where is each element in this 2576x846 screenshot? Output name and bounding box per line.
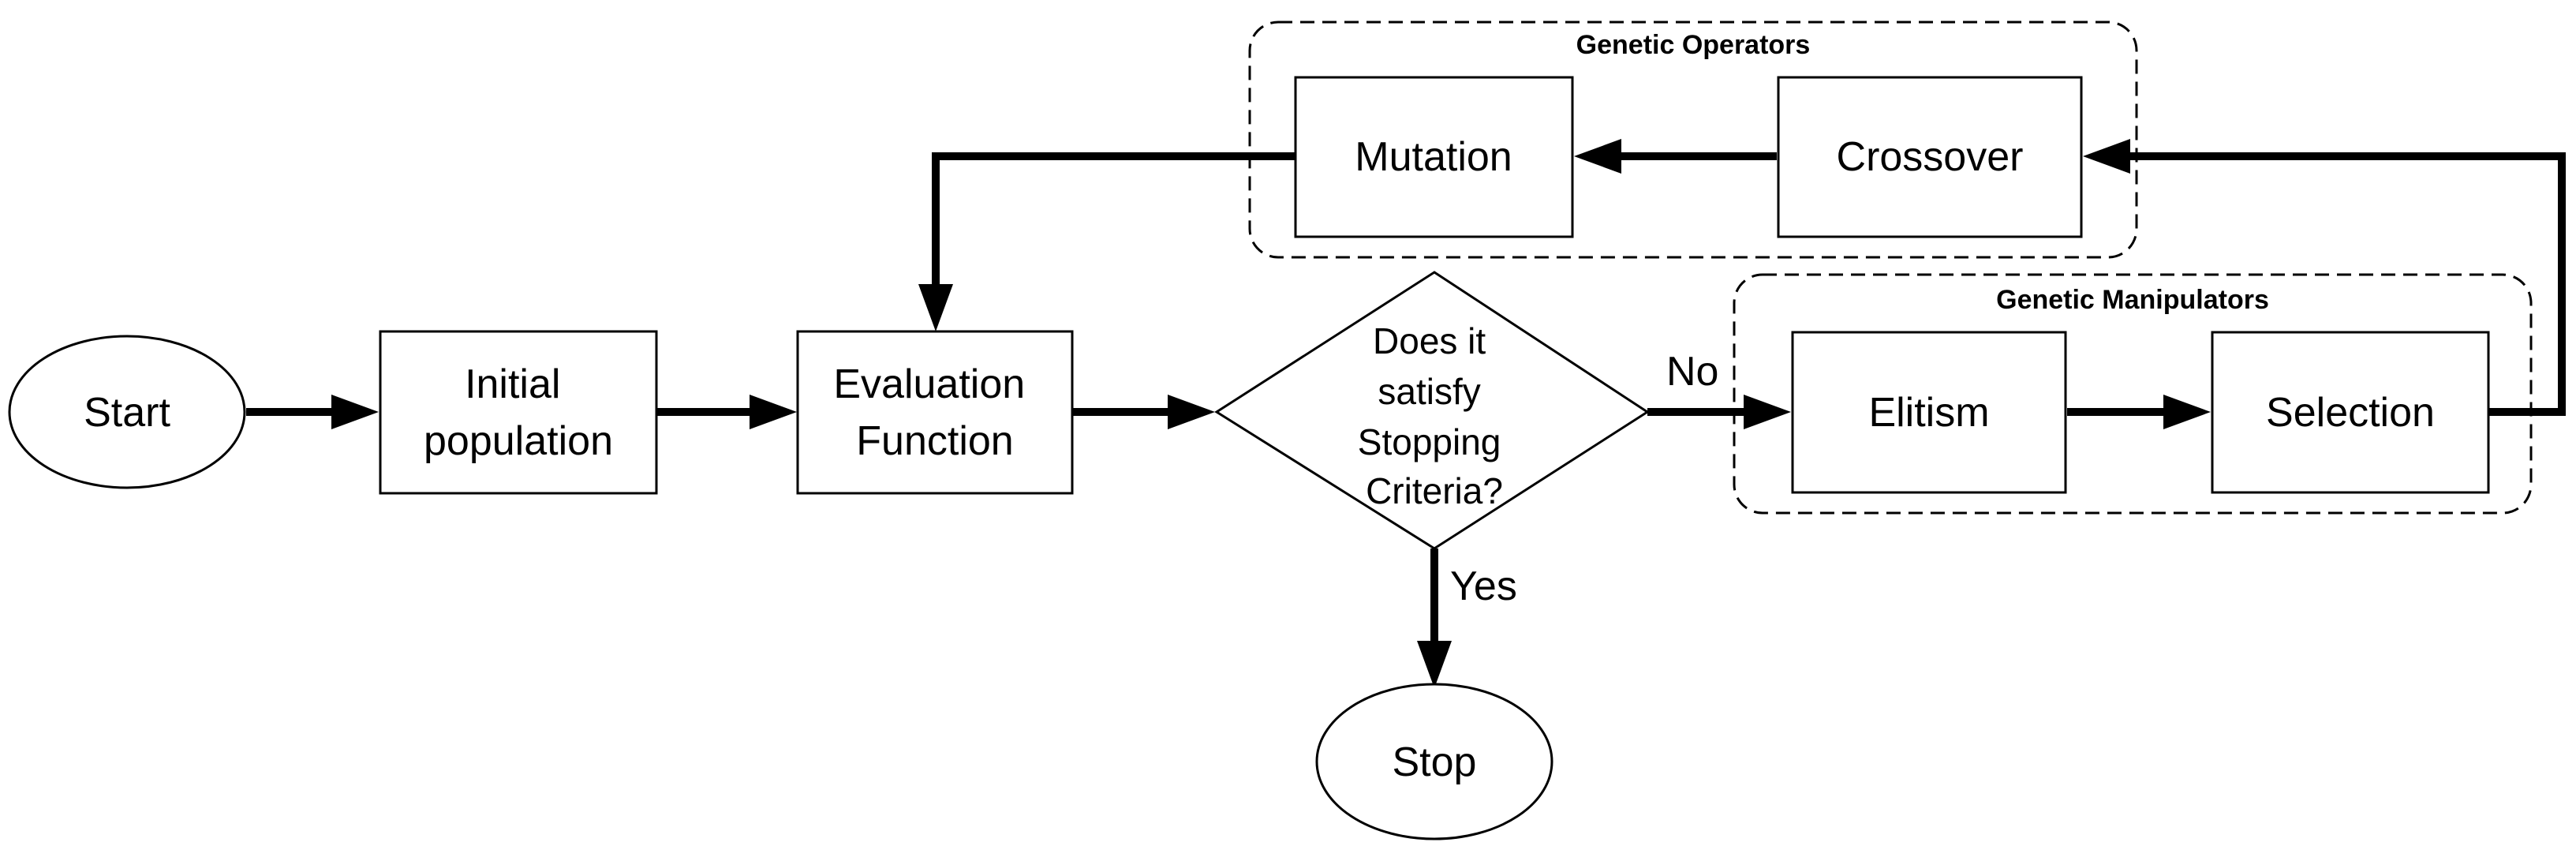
crossover-node bbox=[1777, 76, 2083, 238]
stop-label: Stop bbox=[1393, 739, 1477, 785]
genetic-operators-group bbox=[1248, 21, 2138, 259]
evaluation-function-label: Evaluation Function bbox=[833, 361, 1036, 464]
crossover-label: Crossover bbox=[1837, 134, 2024, 180]
initial-to-evaluation-arrowhead bbox=[750, 395, 797, 429]
decision-line-3: Stopping bbox=[1358, 421, 1501, 462]
decision-line-2: satisfy bbox=[1378, 371, 1480, 412]
mutation-node bbox=[1294, 76, 1574, 238]
decision-line-4: Criteria? bbox=[1366, 470, 1503, 511]
mutation-label: Mutation bbox=[1355, 134, 1512, 180]
elitism-node bbox=[1791, 331, 2067, 494]
start-label: Start bbox=[84, 390, 170, 436]
decision-to-elitism-arrowhead bbox=[1744, 395, 1791, 429]
decision-node bbox=[1214, 271, 1650, 550]
selection-label: Selection bbox=[2266, 390, 2435, 436]
selection-node bbox=[2211, 331, 2490, 494]
selection-to-crossover-arrowhead bbox=[2083, 139, 2130, 174]
initial-population-label: Initial population bbox=[424, 361, 613, 464]
decision-label: Does it satisfy Stopping Criteria? bbox=[1358, 320, 1511, 511]
elitism-label: Elitism bbox=[1868, 390, 1989, 436]
genetic-manipulators-title: Genetic Manipulators bbox=[1996, 285, 2269, 315]
decision-line-1: Does it bbox=[1373, 320, 1486, 361]
initial-population-line-1: Initial bbox=[465, 361, 560, 407]
evaluation-to-decision-arrowhead bbox=[1168, 395, 1215, 429]
mutation-to-evaluation-arrowhead bbox=[918, 284, 953, 331]
evaluation-function-node bbox=[796, 330, 1074, 495]
evaluation-function-line-1: Evaluation bbox=[833, 361, 1025, 407]
decision-to-stop-arrowhead bbox=[1417, 641, 1452, 688]
evaluation-function-line-2: Function bbox=[856, 418, 1013, 464]
connectors bbox=[246, 139, 2566, 688]
no-label: No bbox=[1666, 349, 1718, 395]
start-to-initial-arrowhead bbox=[331, 395, 379, 429]
elitism-to-selection-arrowhead bbox=[2163, 395, 2211, 429]
initial-population-line-2: population bbox=[424, 418, 613, 464]
start-node bbox=[8, 335, 246, 489]
mutation-to-evaluation-arrow bbox=[932, 152, 1295, 290]
genetic-manipulators-group bbox=[1733, 273, 2533, 515]
initial-population-node bbox=[379, 330, 658, 495]
crossover-to-mutation-arrowhead bbox=[1574, 139, 1621, 174]
yes-label: Yes bbox=[1450, 563, 1517, 609]
selection-to-crossover-arrow bbox=[2127, 152, 2566, 416]
genetic-operators-title: Genetic Operators bbox=[1576, 30, 1811, 60]
stop-node bbox=[1315, 683, 1553, 840]
